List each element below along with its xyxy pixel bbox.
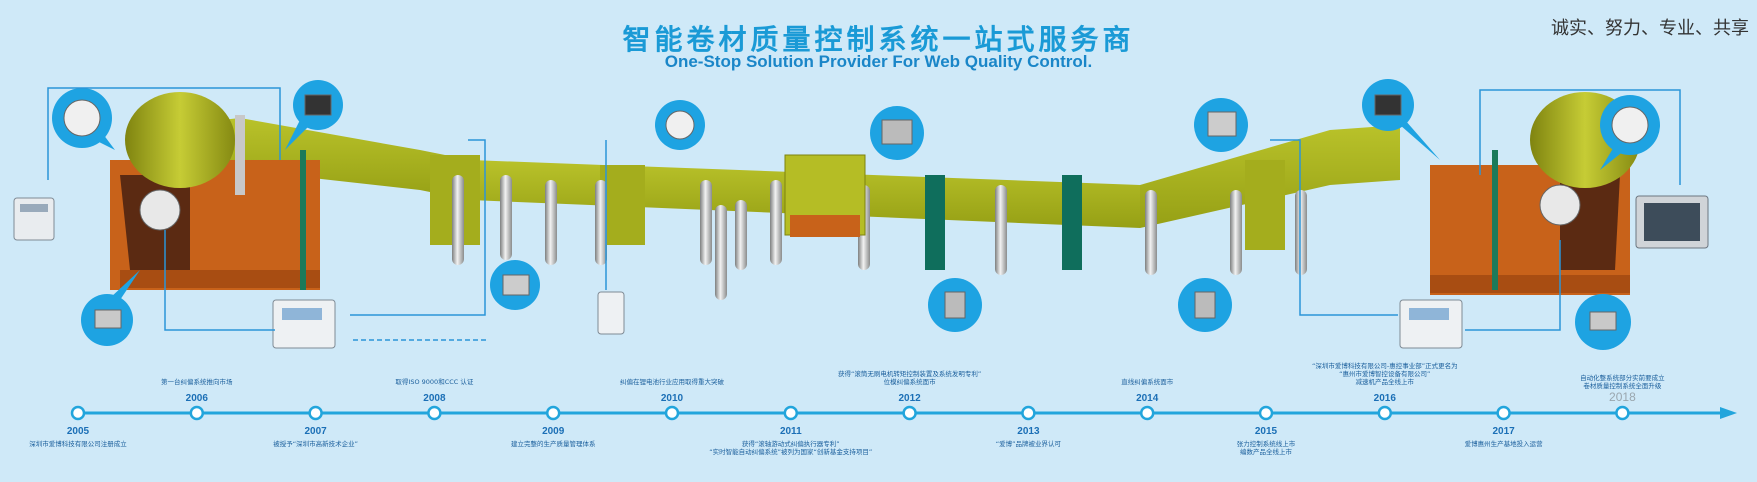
timeline-event: 卷材质量控制系统全面升级 <box>1583 381 1662 390</box>
timeline-event: “惠州市爱博智控设备有限公司” <box>1339 369 1430 378</box>
timeline-node <box>1377 405 1393 421</box>
timeline-node <box>1139 405 1155 421</box>
timeline-year: 2008 <box>423 393 446 404</box>
timeline-year: 2006 <box>186 393 209 404</box>
timeline-node <box>902 405 917 421</box>
timeline-year: 2018 <box>1609 390 1636 404</box>
timeline-event: “深圳市爱博科技有限公司-惠控事业部”正式更名为 <box>1312 361 1458 370</box>
timeline-event: 建立完整的生产质量管理体系 <box>511 439 596 448</box>
timeline-year: 2012 <box>898 393 921 404</box>
timeline-year: 2016 <box>1374 393 1397 404</box>
unwinder-machine-left <box>110 92 320 290</box>
timeline-event: 直线纠偏系统面市 <box>1121 377 1174 386</box>
timeline-year: 2017 <box>1492 426 1515 437</box>
inverter-unit <box>597 291 625 335</box>
timeline-node <box>545 405 561 421</box>
timeline: 2005 深圳市爱博科技有限公司注册成立 2006 第一台纠偏系统推向市场 2007 被授… <box>29 361 1737 456</box>
timeline-year: 2011 <box>780 426 802 437</box>
timeline-year: 2010 <box>661 393 684 404</box>
timeline-event: 获得“滚轴游动式纠偏执行器专利” <box>742 439 840 448</box>
slogan: 诚实、努力、专业、共享 <box>1551 18 1749 39</box>
timeline-year: 2013 <box>1017 426 1040 437</box>
timeline-event: 爱博惠州生产基地投入运营 <box>1465 439 1544 448</box>
controller-left <box>13 197 55 241</box>
timeline-year: 2015 <box>1255 426 1278 437</box>
timeline-node <box>783 405 799 421</box>
timeline-event: “实时智能自动纠偏系统”被列为国家“创新基金支持项目” <box>709 447 872 456</box>
timeline-year: 2007 <box>304 426 327 437</box>
timeline-year: 2009 <box>542 426 565 437</box>
controller-box-right <box>1399 299 1463 349</box>
callout-device-photos <box>63 94 1649 331</box>
timeline-node <box>189 405 205 421</box>
timeline-event: 获得“滚筒无刷电机转矩控制装置及系统发明专利” <box>838 369 981 378</box>
timeline-event: 编数产品全线上市 <box>1240 447 1293 456</box>
timeline-node <box>308 405 323 421</box>
timeline-event: 减速机产品全线上市 <box>1356 377 1415 386</box>
timeline-event: 被授予“深圳市高新技术企业” <box>273 439 358 448</box>
timeline-node <box>1258 405 1274 421</box>
timeline-node <box>664 405 680 421</box>
timeline-event: 自动化整系统部分实前要成立 <box>1580 373 1665 382</box>
timeline-event: “爱博”品牌被业界认可 <box>996 439 1062 448</box>
signal-wiring <box>47 87 1681 341</box>
timeline-node <box>1496 405 1511 421</box>
timeline-year: 2014 <box>1136 393 1159 404</box>
timeline-year: 2005 <box>67 426 90 437</box>
timeline-event: 张力控制系统线上市 <box>1237 439 1296 448</box>
timeline-event: 第一台纠偏系统推向市场 <box>161 377 233 386</box>
page-title: 智能卷材质量控制系统一站式服务商 <box>622 23 1135 56</box>
timeline-event: 深圳市爱博科技有限公司注册成立 <box>29 439 127 448</box>
guide-rollers <box>452 175 1307 300</box>
page-subtitle: One-Stop Solution Provider For Web Quali… <box>664 52 1093 71</box>
timeline-node <box>70 405 86 421</box>
timeline-event: 位模纠偏系统面市 <box>884 377 937 386</box>
web-guide-unit <box>784 154 1082 270</box>
timeline-node <box>1615 405 1630 421</box>
timeline-event: 取得ISO 9000和CCC 认证 <box>395 377 473 386</box>
controller-box-left <box>272 299 336 349</box>
timeline-node <box>427 405 442 421</box>
touch-panel-right <box>1635 195 1709 249</box>
timeline-event: 纠偏在锂电池行业应用取得重大突破 <box>620 377 725 386</box>
timeline-arrow-icon <box>1720 407 1737 419</box>
timeline-node <box>1021 405 1036 421</box>
